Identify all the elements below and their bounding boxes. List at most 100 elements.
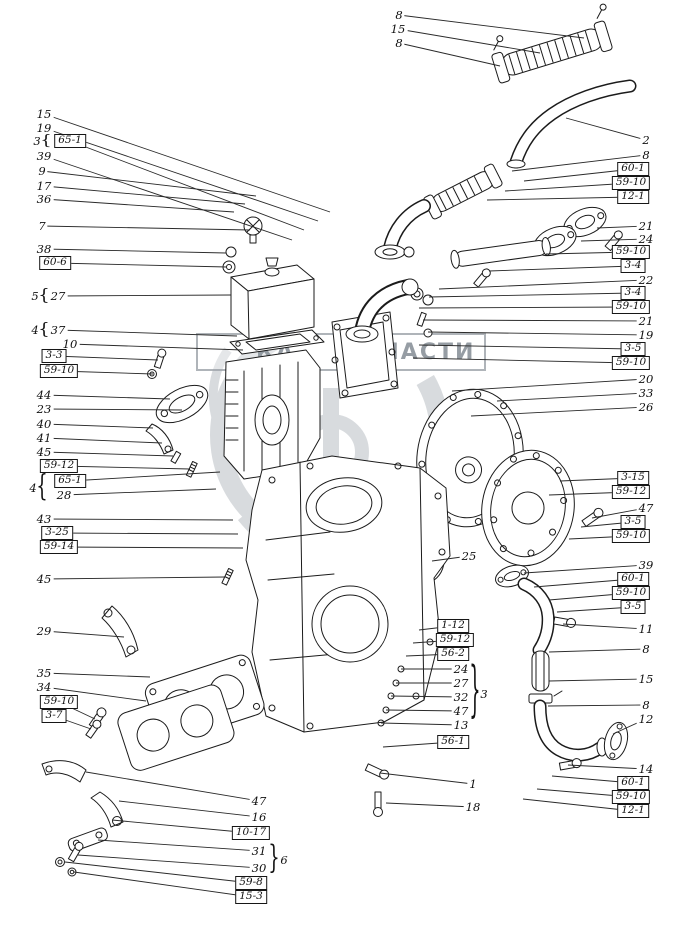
callout-code-box: 59-8 xyxy=(235,875,267,891)
callout-number: 21 xyxy=(636,313,656,328)
callout-code-box: 59-14 xyxy=(39,539,79,555)
callout-number: 17 xyxy=(34,178,54,193)
callout-number: 39 xyxy=(34,148,54,163)
callout-number: 8 xyxy=(640,641,652,656)
callout-code-box: 3-5 xyxy=(620,599,646,615)
callout-number: 27 xyxy=(451,675,471,690)
callout-number: 8 xyxy=(393,35,405,50)
callout-code-box: 12-1 xyxy=(617,189,649,205)
callout-code-box: 3-3 xyxy=(41,348,67,364)
callout-number: 8 xyxy=(640,697,652,712)
callout-number: 18 xyxy=(463,799,483,814)
callout-number: 32 xyxy=(451,689,471,704)
callout-code-box: 65-1 xyxy=(54,133,86,149)
callout-number: 7 xyxy=(36,218,48,233)
callout-code-box: 59-12 xyxy=(611,484,651,500)
callout-number: 45 xyxy=(34,571,54,586)
callout-number: 47 xyxy=(451,703,471,718)
callout-number: 15 xyxy=(34,106,54,121)
callout-number: 15 xyxy=(636,671,656,686)
callout-code-box: 60-1 xyxy=(617,161,649,177)
callout-number: 47 xyxy=(249,793,269,808)
callout-code-box: 3-5 xyxy=(620,514,646,530)
callout-number: 19 xyxy=(636,327,656,342)
callout-number: 25 xyxy=(459,548,479,563)
callout-number: 2 xyxy=(640,132,652,147)
callout-code-box: 59-10 xyxy=(39,363,79,379)
callout-code-box: 59-10 xyxy=(611,299,651,315)
callout-number: 37 xyxy=(48,322,68,337)
callout-number: 24 xyxy=(636,231,656,246)
callout-number: 22 xyxy=(636,272,656,287)
callout-number: 12 xyxy=(636,711,656,726)
callout-number: 39 xyxy=(636,557,656,572)
callout-code-box: 59-10 xyxy=(611,355,651,371)
callout-number: 20 xyxy=(636,371,656,386)
callout-code-box: 3-4 xyxy=(620,285,646,301)
callout-code-box: 59-10 xyxy=(611,244,651,260)
callout-code-box: 12-1 xyxy=(617,803,649,819)
callout-brace: { xyxy=(36,468,48,504)
callout-number: 8 xyxy=(640,147,652,162)
callout-code-box: 59-12 xyxy=(435,632,475,648)
callout-brace: { xyxy=(38,319,50,339)
callout-brace: { xyxy=(40,132,52,149)
callout-number: 9 xyxy=(36,163,48,178)
callout-code-box: 59-10 xyxy=(611,175,651,191)
callout-code-box: 3-15 xyxy=(617,470,649,486)
callout-number: 3 xyxy=(478,686,490,701)
callout-code-box: 10-17 xyxy=(231,825,271,841)
callout-number: 23 xyxy=(34,401,54,416)
callout-code-box: 60-1 xyxy=(617,775,649,791)
callout-brace: { xyxy=(38,285,50,305)
callout-number: 40 xyxy=(34,416,54,431)
callout-number: 41 xyxy=(34,430,54,445)
callout-code-box: 3-25 xyxy=(41,525,73,541)
callout-number: 45 xyxy=(34,444,54,459)
callout-number: 13 xyxy=(451,717,471,732)
callout-code-box: 60-1 xyxy=(617,571,649,587)
callout-number: 38 xyxy=(34,241,54,256)
callout-number: 43 xyxy=(34,511,54,526)
callout-number: 44 xyxy=(34,387,54,402)
callout-code-box: 3-5 xyxy=(620,341,646,357)
callout-number: 36 xyxy=(34,191,54,206)
callout-number: 8 xyxy=(393,7,405,22)
callout-number: 15 xyxy=(388,21,408,36)
callout-number: 11 xyxy=(636,621,656,636)
callout-code-box: 1-12 xyxy=(437,618,469,634)
callout-number: 27 xyxy=(48,288,68,303)
callout-code-box: 56-2 xyxy=(437,646,469,662)
callout-number: 4 xyxy=(29,322,41,337)
callout-code-box: 3-4 xyxy=(620,258,646,274)
callout-code-box: 59-10 xyxy=(611,789,651,805)
callout-code-box: 60-6 xyxy=(39,255,71,271)
callout-number: 47 xyxy=(636,500,656,515)
callout-code-box: 59-10 xyxy=(611,585,651,601)
callout-code-box: 15-3 xyxy=(235,889,267,905)
callout-number: 3 xyxy=(31,133,43,148)
callout-code-box: 3-7 xyxy=(41,708,67,724)
callout-number: 21 xyxy=(636,218,656,233)
callout-brace: } xyxy=(469,655,481,726)
callout-number: 26 xyxy=(636,399,656,414)
callout-number: 24 xyxy=(451,661,471,676)
callout-code-box: 65-1 xyxy=(54,473,86,489)
callout-code-box: 59-10 xyxy=(611,528,651,544)
callout-number: 30 xyxy=(249,860,269,875)
callout-number: 5 xyxy=(29,288,41,303)
callout-number: 14 xyxy=(636,761,656,776)
callout-number: 16 xyxy=(249,809,269,824)
callout-code-box: 56-1 xyxy=(437,734,469,750)
callout-number: 33 xyxy=(636,385,656,400)
callout-number: 4 xyxy=(27,480,39,495)
callout-brace: } xyxy=(268,839,280,877)
callout-number: 6 xyxy=(278,852,290,867)
callout-number: 34 xyxy=(34,679,54,694)
callout-number: 31 xyxy=(249,843,269,858)
callout-number: 28 xyxy=(54,487,74,502)
callout-number: 35 xyxy=(34,665,54,680)
callout-number: 29 xyxy=(34,623,54,638)
